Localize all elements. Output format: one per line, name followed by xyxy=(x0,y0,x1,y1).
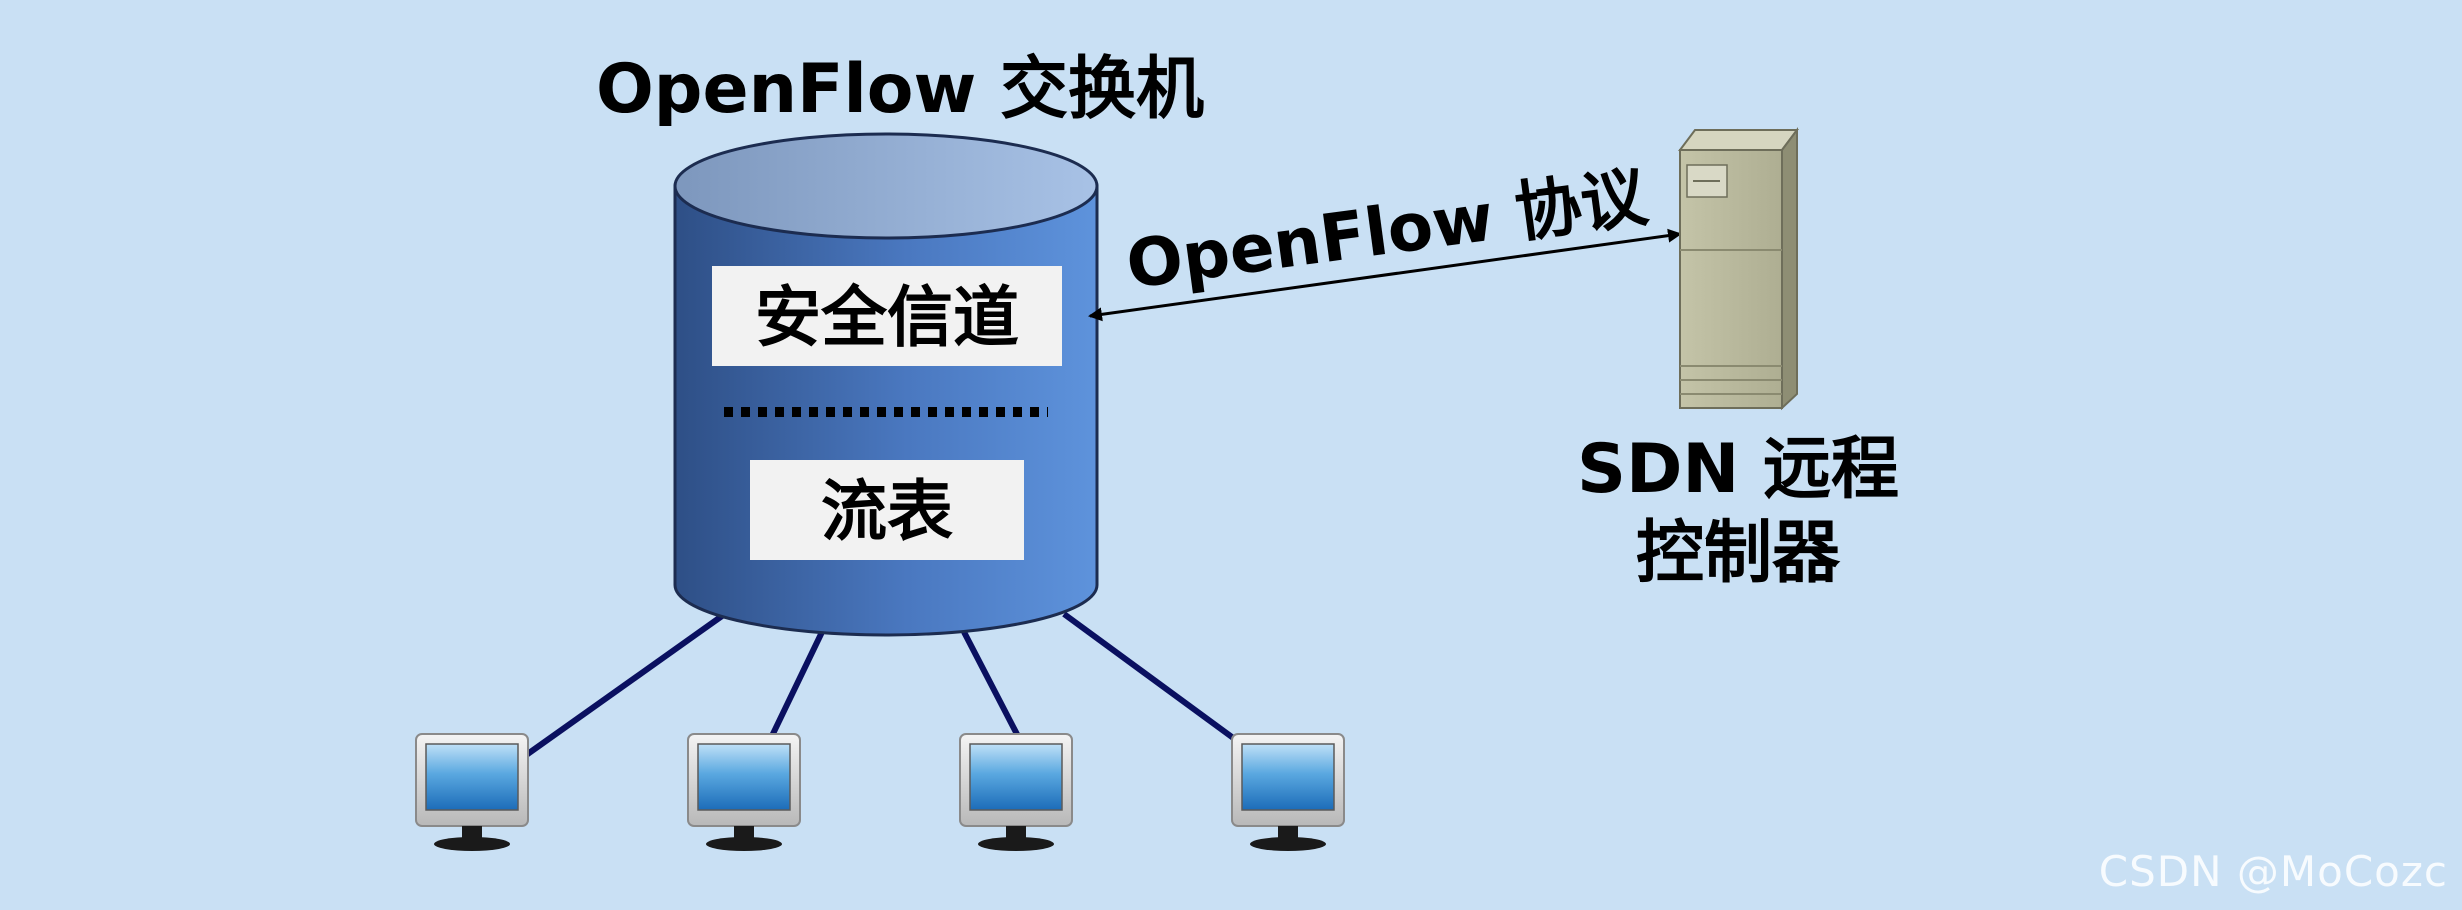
host-links xyxy=(520,611,1238,761)
hosts xyxy=(415,733,1345,851)
link-host-2 xyxy=(767,630,825,742)
link-host-3 xyxy=(961,630,1023,742)
computer-monitor-icon xyxy=(1231,733,1345,851)
link-host-1 xyxy=(520,613,724,761)
protocol-arrow xyxy=(1088,228,1682,322)
server-icon xyxy=(1678,127,1799,411)
protocol-label: OpenFlow 协议 xyxy=(1122,158,1653,304)
switch-title: OpenFlow 交换机 xyxy=(596,50,1204,129)
flow-table-label: 流表 xyxy=(821,473,953,550)
computer-monitor-icon xyxy=(415,733,529,851)
flow-table-box: 流表 xyxy=(750,460,1024,560)
controller-label-line1: SDN 远程 xyxy=(1577,430,1899,509)
watermark: CSDN @MoCozc xyxy=(2098,847,2448,896)
link-host-4 xyxy=(1062,611,1238,743)
computer-monitor-icon xyxy=(687,733,801,851)
secure-channel-box: 安全信道 xyxy=(712,266,1062,366)
computer-monitor-icon xyxy=(959,733,1073,851)
secure-channel-label: 安全信道 xyxy=(755,279,1019,356)
controller-label-line2: 控制器 xyxy=(1636,514,1841,593)
